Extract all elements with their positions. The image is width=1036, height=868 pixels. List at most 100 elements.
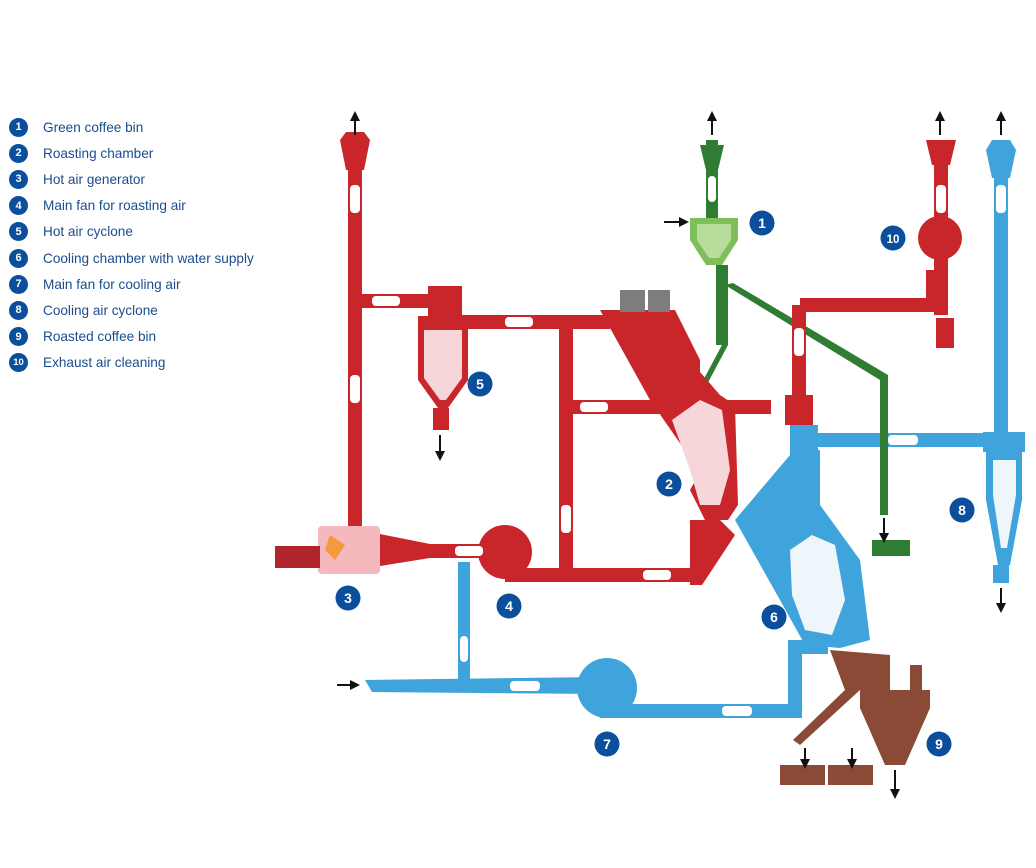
green-exhaust-top: [700, 145, 724, 170]
marker-3: 3: [335, 585, 361, 611]
pipe-arrow-icon: [505, 317, 533, 327]
hot-return-riser: [559, 320, 573, 575]
legend-badge: 9: [9, 327, 28, 347]
legend-item-9: 9 Roasted coffee bin: [9, 324, 254, 350]
legend-badge: 1: [9, 117, 28, 137]
cooling-exhaust-stack: [994, 175, 1008, 433]
legend-label: Roasting chamber: [43, 145, 154, 161]
hot-air-system: [275, 132, 962, 585]
hot-exhaust-top: [340, 140, 370, 170]
cooling-inlet-box: [790, 425, 818, 455]
marker-2: 2: [656, 471, 682, 497]
marker-9: 9: [926, 731, 952, 757]
chaff-container: [872, 540, 910, 556]
legend-label: Exhaust air cleaning: [43, 355, 166, 371]
roaster-glass: [672, 400, 730, 505]
cooling-bypass-pipe: [458, 562, 470, 682]
pipe-arrow-icon: [888, 435, 918, 445]
legend-item-8: 8 Cooling air cyclone: [9, 297, 254, 323]
marker-label: 7: [603, 736, 611, 752]
cooling-pipe-bottom: [600, 704, 800, 718]
marker-label: 3: [344, 590, 352, 606]
legend-label: Main fan for roasting air: [43, 198, 186, 214]
marker-10: 10: [880, 225, 906, 251]
pipe-arrow-icon: [460, 636, 468, 662]
legend-badge: 4: [9, 196, 28, 216]
roasted-chute: [793, 650, 890, 745]
pipe-arrow-icon: [794, 328, 804, 356]
cooling-cyclone-head: [983, 432, 1025, 452]
cooling-exhaust-cap: [986, 140, 1016, 150]
legend-label: Cooling chamber with water supply: [43, 250, 254, 266]
flow-arrows: [337, 111, 1006, 799]
legend-label: Roasted coffee bin: [43, 329, 157, 345]
roasted-container-1: [780, 765, 825, 785]
cooling-air-system: [365, 140, 1025, 718]
marker-label: 6: [770, 609, 778, 625]
exhaust-duct: [800, 298, 935, 312]
green-chaff-pipe: [725, 283, 888, 515]
cooling-cyclone-valve: [993, 565, 1009, 583]
legend-label: Cooling air cyclone: [43, 302, 158, 318]
marker-label: 4: [505, 598, 513, 614]
legend-item-2: 2 Roasting chamber: [9, 140, 254, 166]
exhaust-valve-box: [785, 395, 813, 425]
roasted-coffee-system: [780, 650, 930, 785]
legend-label: Green coffee bin: [43, 119, 144, 135]
green-coffee-system: [690, 140, 910, 556]
pipe-arrow-icon: [580, 402, 608, 412]
marker-1: 1: [749, 210, 775, 236]
exhaust-air-cleaning-10: [918, 216, 962, 260]
marker-label: 5: [476, 376, 484, 392]
generator-cone: [380, 534, 430, 566]
marker-4: 4: [496, 593, 522, 619]
pipe-arrow-icon: [350, 185, 360, 213]
legend-label: Main fan for cooling air: [43, 276, 181, 292]
marker-label: 10: [887, 234, 900, 246]
legend-item-1: 1 Green coffee bin: [9, 114, 254, 140]
pipe-arrow-icon: [936, 185, 946, 213]
pipe-arrow-icon: [350, 375, 360, 403]
cooling-exhaust-top: [986, 150, 1016, 178]
legend-label: Hot air cyclone: [43, 224, 133, 240]
hot-cyclone-head: [428, 286, 462, 316]
marker-label: 1: [758, 215, 766, 231]
marker-label: 8: [958, 502, 966, 518]
cooling-fan-7: [577, 658, 637, 718]
pipe-arrow-icon: [455, 546, 483, 556]
marker-7: 7: [594, 731, 620, 757]
roaster-base: [690, 520, 735, 585]
cooling-chamber-glass: [790, 535, 845, 635]
legend-badge: 8: [9, 300, 28, 320]
pipe-arrow-icon: [561, 505, 571, 533]
legend-badge: 7: [9, 274, 28, 294]
legend-label: Hot air generator: [43, 171, 146, 187]
cooling-air-intake: [365, 677, 600, 694]
hot-cyclone-glass: [424, 330, 462, 400]
green-bin-glass: [697, 224, 731, 258]
hot-cyclone-valve: [433, 408, 449, 430]
number-markers: 1 2 3 4 5 6 7 8 9 10: [335, 210, 975, 757]
pipe-arrow-icon: [722, 706, 752, 716]
marker-label: 9: [935, 736, 943, 752]
pipe-arrow-icon: [643, 570, 671, 580]
roaster-vent-1: [620, 290, 645, 312]
hot-exhaust-cap: [340, 132, 370, 140]
legend-badge: 2: [9, 143, 28, 163]
legend-item-7: 7 Main fan for cooling air: [9, 271, 254, 297]
roasting-fan-4: [478, 525, 532, 579]
roasted-bin-top: [910, 665, 922, 690]
burner: [275, 546, 320, 568]
pipe-arrow-icon: [996, 185, 1006, 213]
cooling-cyclone-glass: [993, 460, 1016, 548]
pipe-arrow-icon: [372, 296, 400, 306]
marker-8: 8: [949, 497, 975, 523]
cleaning-stack-top: [926, 140, 956, 165]
marker-5: 5: [467, 371, 493, 397]
marker-6: 6: [761, 604, 787, 630]
